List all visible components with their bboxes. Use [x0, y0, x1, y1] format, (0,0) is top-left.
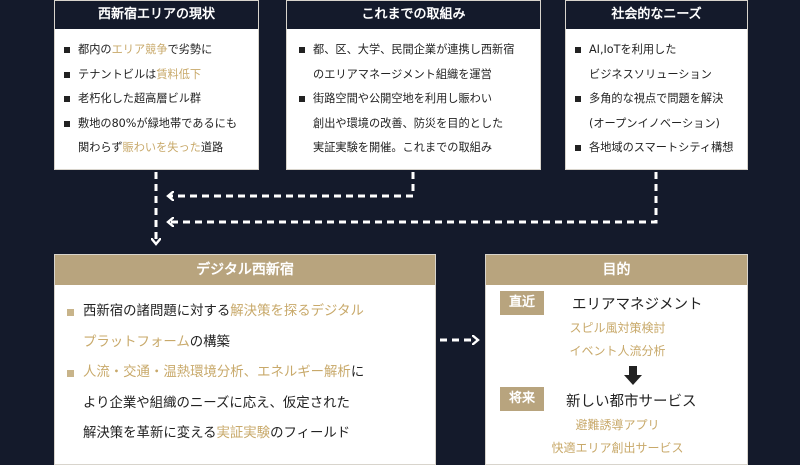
connector-needs — [168, 172, 658, 222]
needs-box: 社会的なニーズ AI,IoTを利用したビジネスソリューション 多角的な視点で問題… — [565, 0, 748, 170]
list-item: 街路空間や公開空地を利用し賑わい創出や環境の改善、防災を目的とした実証実験を開催… — [296, 87, 540, 161]
current-state-box: 西新宿エリアの現状 都内のエリア競争で劣勢に テナントビルは賃料低下 老朽化した… — [54, 0, 259, 170]
list-item: 多角的な視点で問題を解決(オープンイノベーション) — [572, 87, 747, 136]
list-item: 人流・交通・温熱環境分析、エネルギー解析により企業や組織のニーズに応え、仮定され… — [59, 358, 435, 450]
near-term-sub-1: スピル風対策検討 — [569, 321, 666, 335]
near-term-tag: 直近 — [500, 291, 544, 315]
current-state-title: 西新宿エリアの現状 — [55, 1, 258, 29]
connector-efforts — [168, 172, 415, 196]
future-sub-1: 避難誘導アプリ — [575, 418, 660, 432]
near-term-goal: エリアマネジメント — [572, 297, 703, 313]
digital-title: デジタル西新宿 — [55, 255, 435, 285]
list-item: テナントビルは賃料低下 — [61, 63, 258, 88]
future-goal: 新しい都市サービス — [566, 394, 697, 410]
current-state-list: 都内のエリア競争で劣勢に テナントビルは賃料低下 老朽化した超高層ビル群 敷地の… — [55, 29, 258, 161]
list-item: 敷地の80%が緑地帯であるにも関わらず賑わいを失った道路 — [61, 112, 258, 161]
down-arrow-icon — [624, 366, 642, 385]
future-sub-2: 快適エリア創出サービス — [551, 441, 684, 455]
list-item: 都、区、大学、民間企業が連携し西新宿のエリアマネージメント組織を運営 — [296, 38, 540, 87]
goals-title: 目的 — [486, 255, 747, 285]
list-item: 都内のエリア競争で劣勢に — [61, 38, 258, 63]
needs-list: AI,IoTを利用したビジネスソリューション 多角的な視点で問題を解決(オープン… — [566, 29, 747, 161]
digital-box: デジタル西新宿 西新宿の諸問題に対する解決策を探るデジタルプラットフォームの構築… — [54, 254, 436, 465]
list-item: 老朽化した超高層ビル群 — [61, 87, 258, 112]
goals-box: 目的 直近 エリアマネジメント スピル風対策検討 イベント人流分析 将来 新しい… — [485, 254, 748, 465]
efforts-list: 都、区、大学、民間企業が連携し西新宿のエリアマネージメント組織を運営 街路空間や… — [287, 29, 540, 161]
list-item: 各地域のスマートシティ構想 — [572, 136, 747, 161]
list-item: 西新宿の諸問題に対する解決策を探るデジタルプラットフォームの構築 — [59, 297, 435, 358]
list-item: AI,IoTを利用したビジネスソリューション — [572, 38, 747, 87]
efforts-box: これまでの取組み 都、区、大学、民間企業が連携し西新宿のエリアマネージメント組織… — [286, 0, 541, 170]
future-tag: 将来 — [500, 387, 544, 411]
needs-title: 社会的なニーズ — [566, 1, 747, 29]
near-term-sub-2: イベント人流分析 — [569, 344, 666, 358]
digital-list: 西新宿の諸問題に対する解決策を探るデジタルプラットフォームの構築 人流・交通・温… — [55, 285, 435, 450]
efforts-title: これまでの取組み — [287, 1, 540, 29]
